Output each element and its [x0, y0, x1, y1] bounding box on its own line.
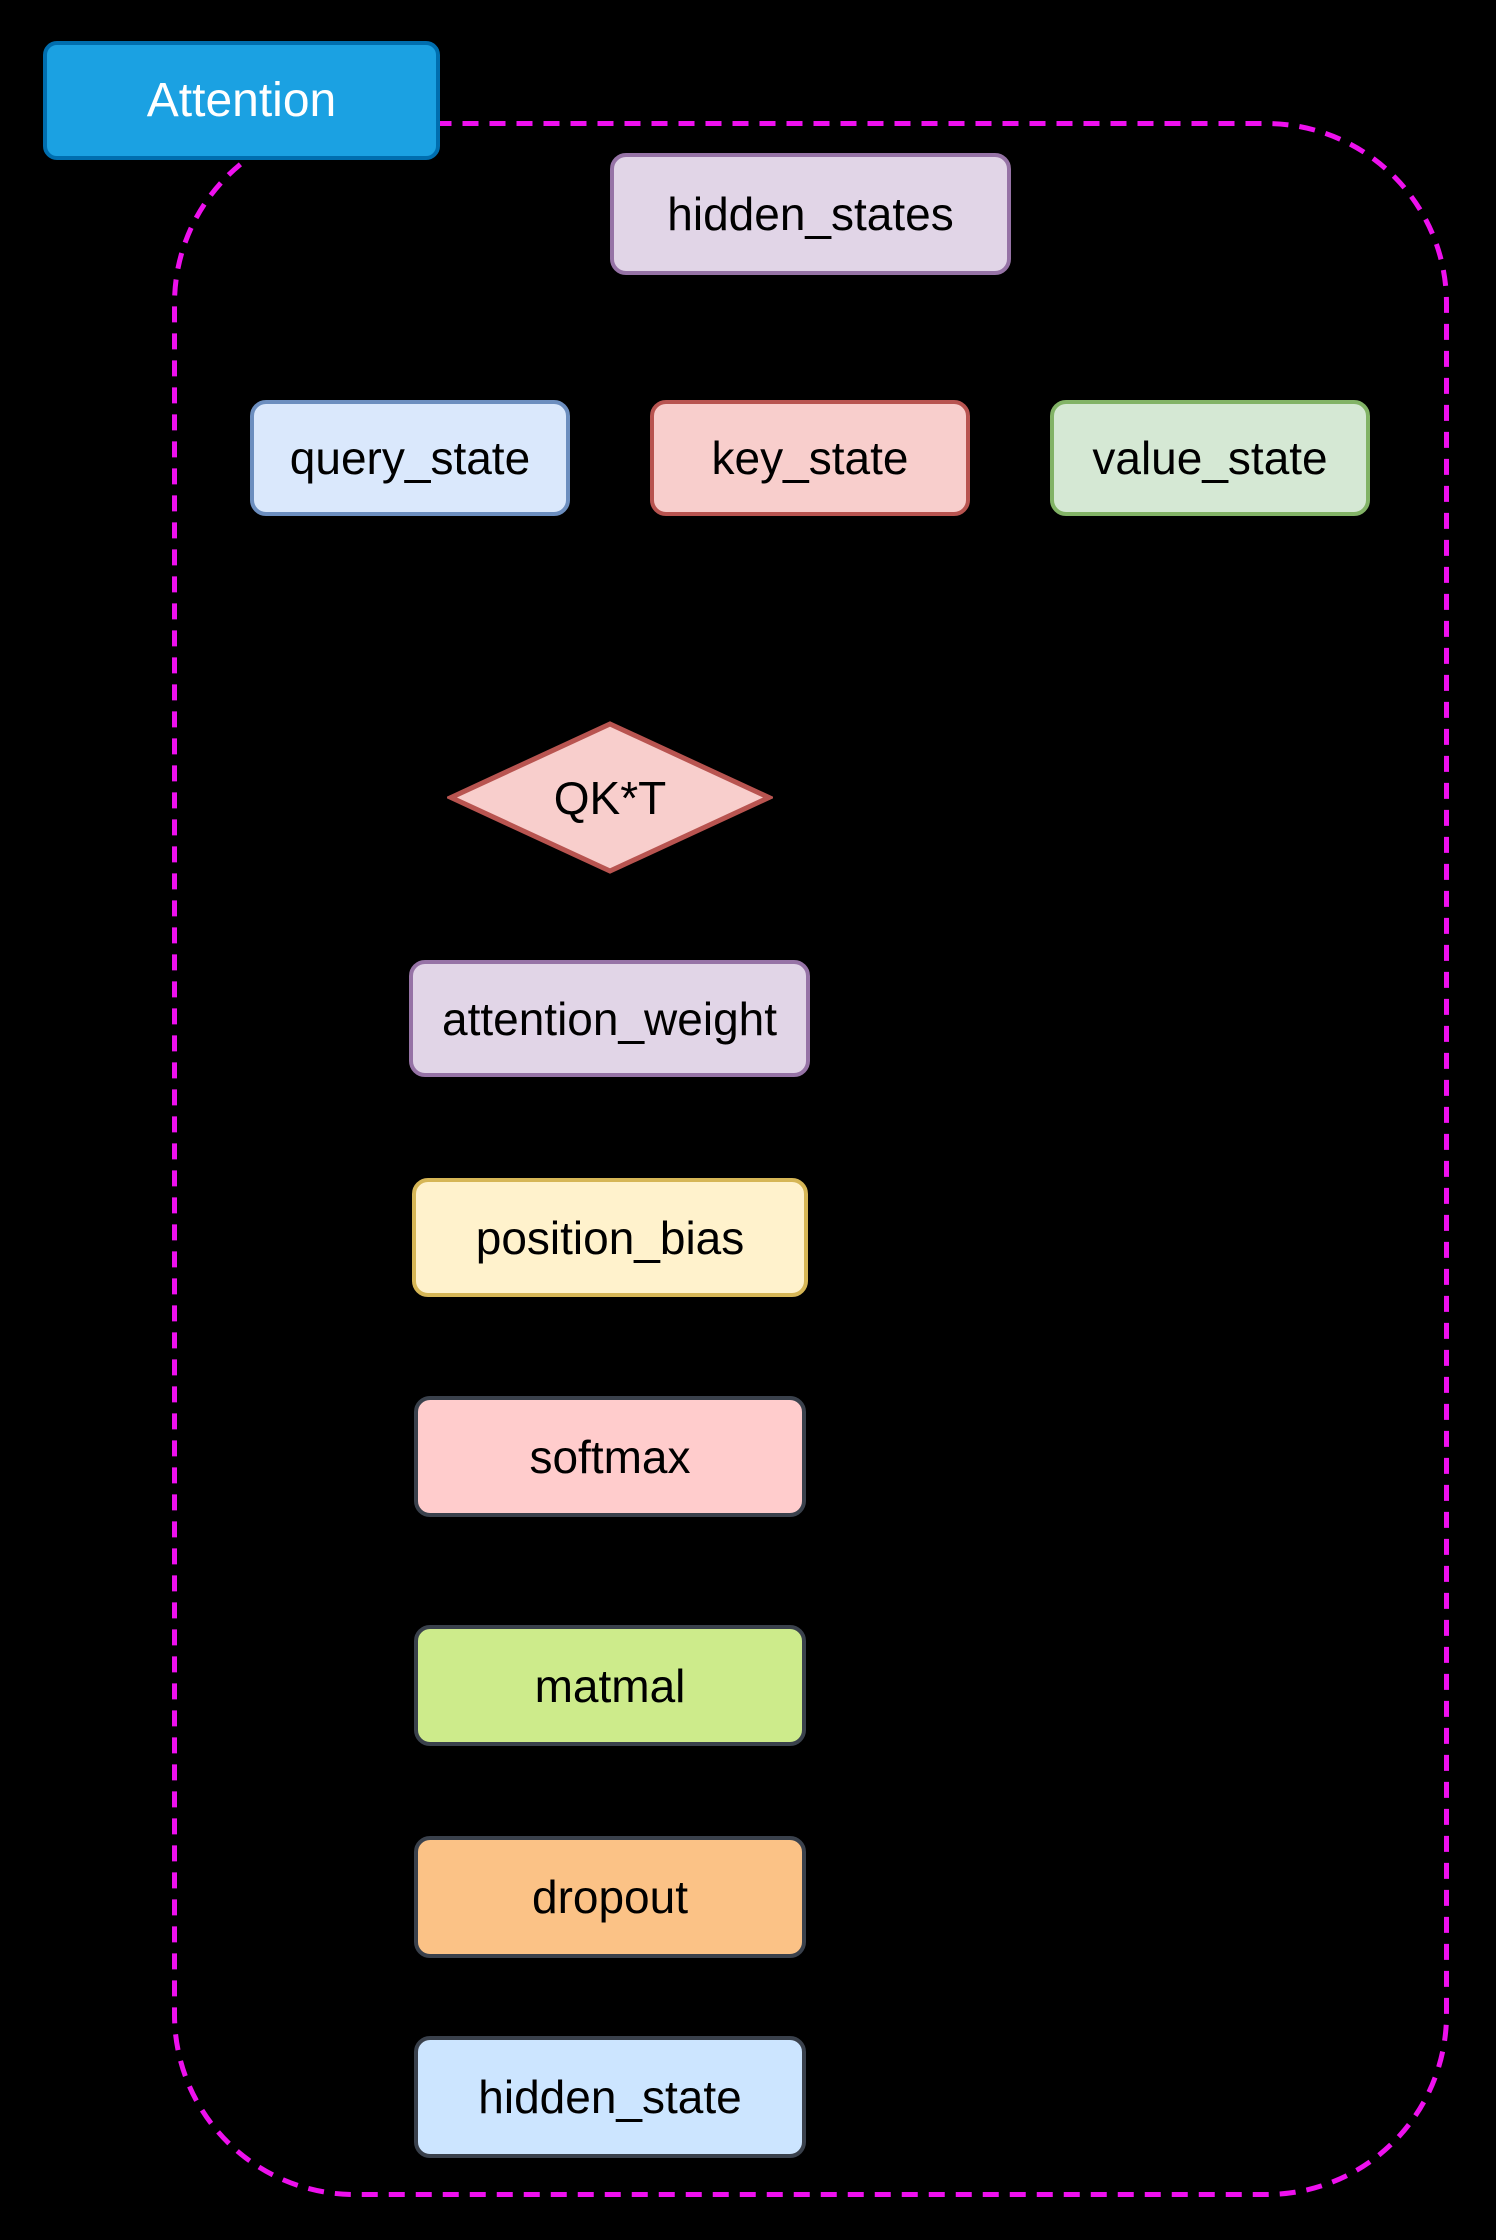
- node-label: attention_weight: [441, 992, 778, 1045]
- node-matmal: matmal: [414, 1625, 806, 1746]
- dashed-container-border: [172, 121, 1449, 2197]
- node-label: matmal: [534, 1659, 686, 1712]
- node-hidden-state: hidden_state: [414, 2036, 806, 2158]
- dashed-border-rect: [172, 121, 1449, 2197]
- node-label: key_state: [711, 432, 909, 484]
- node-attention-weight: attention_weight: [409, 960, 810, 1077]
- node-label: hidden_state: [478, 2071, 742, 2123]
- node-label: value_state: [1092, 432, 1328, 484]
- attention-title-label: Attention: [146, 73, 337, 127]
- node-key-state: key_state: [650, 400, 970, 516]
- qkt-diamond: QK*T: [447, 719, 773, 876]
- node-position-bias: position_bias: [412, 1178, 808, 1297]
- node-label: position_bias: [475, 1211, 745, 1264]
- qkt-diamond-shape: [447, 721, 773, 874]
- node-label: softmax: [529, 1430, 691, 1483]
- node-dropout: dropout: [414, 1836, 806, 1958]
- node-label: dropout: [531, 1871, 688, 1923]
- node-value-state: value_state: [1050, 400, 1370, 516]
- node-label: hidden_states: [667, 188, 954, 240]
- node-softmax: softmax: [414, 1396, 806, 1517]
- attention-title-box: Attention: [43, 41, 440, 160]
- node-query-state: query_state: [250, 400, 570, 516]
- node-hidden-states: hidden_states: [610, 153, 1011, 275]
- node-label: QK*T: [553, 771, 667, 824]
- node-label: query_state: [289, 432, 531, 484]
